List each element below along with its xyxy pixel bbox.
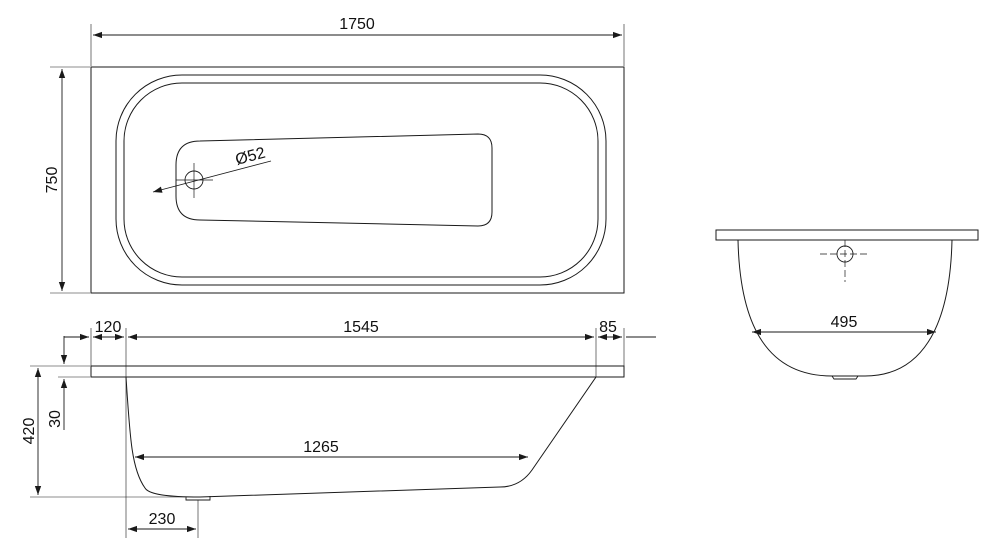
drain-diameter-leader xyxy=(152,160,272,193)
side-view: 120 1545 85 420 30 1265 230 xyxy=(21,319,656,538)
inner-length-label: 1545 xyxy=(343,319,379,336)
rim-thickness-label: 30 xyxy=(47,410,64,428)
tub-floor-outline xyxy=(175,133,493,227)
side-basin-profile xyxy=(125,376,597,498)
end-view: 495 xyxy=(715,229,979,380)
drain-hole-top xyxy=(176,163,213,198)
end-drain-outlet xyxy=(831,375,859,380)
end-rim xyxy=(715,229,979,241)
bottom-length-label: 1265 xyxy=(303,439,339,456)
drain-offset-label: 230 xyxy=(149,511,176,528)
rim-left-label: 120 xyxy=(95,319,122,336)
end-basin-profile xyxy=(737,239,953,377)
width-total-label: 750 xyxy=(44,167,61,194)
side-rim xyxy=(90,365,625,378)
overflow-hole-end xyxy=(820,240,870,282)
rim-right-label: 85 xyxy=(599,319,617,336)
end-width-label: 495 xyxy=(831,314,858,331)
height-total-label: 420 xyxy=(21,418,38,445)
length-total-label: 1750 xyxy=(339,16,375,33)
top-view: Ø52 1750 750 xyxy=(44,16,625,294)
